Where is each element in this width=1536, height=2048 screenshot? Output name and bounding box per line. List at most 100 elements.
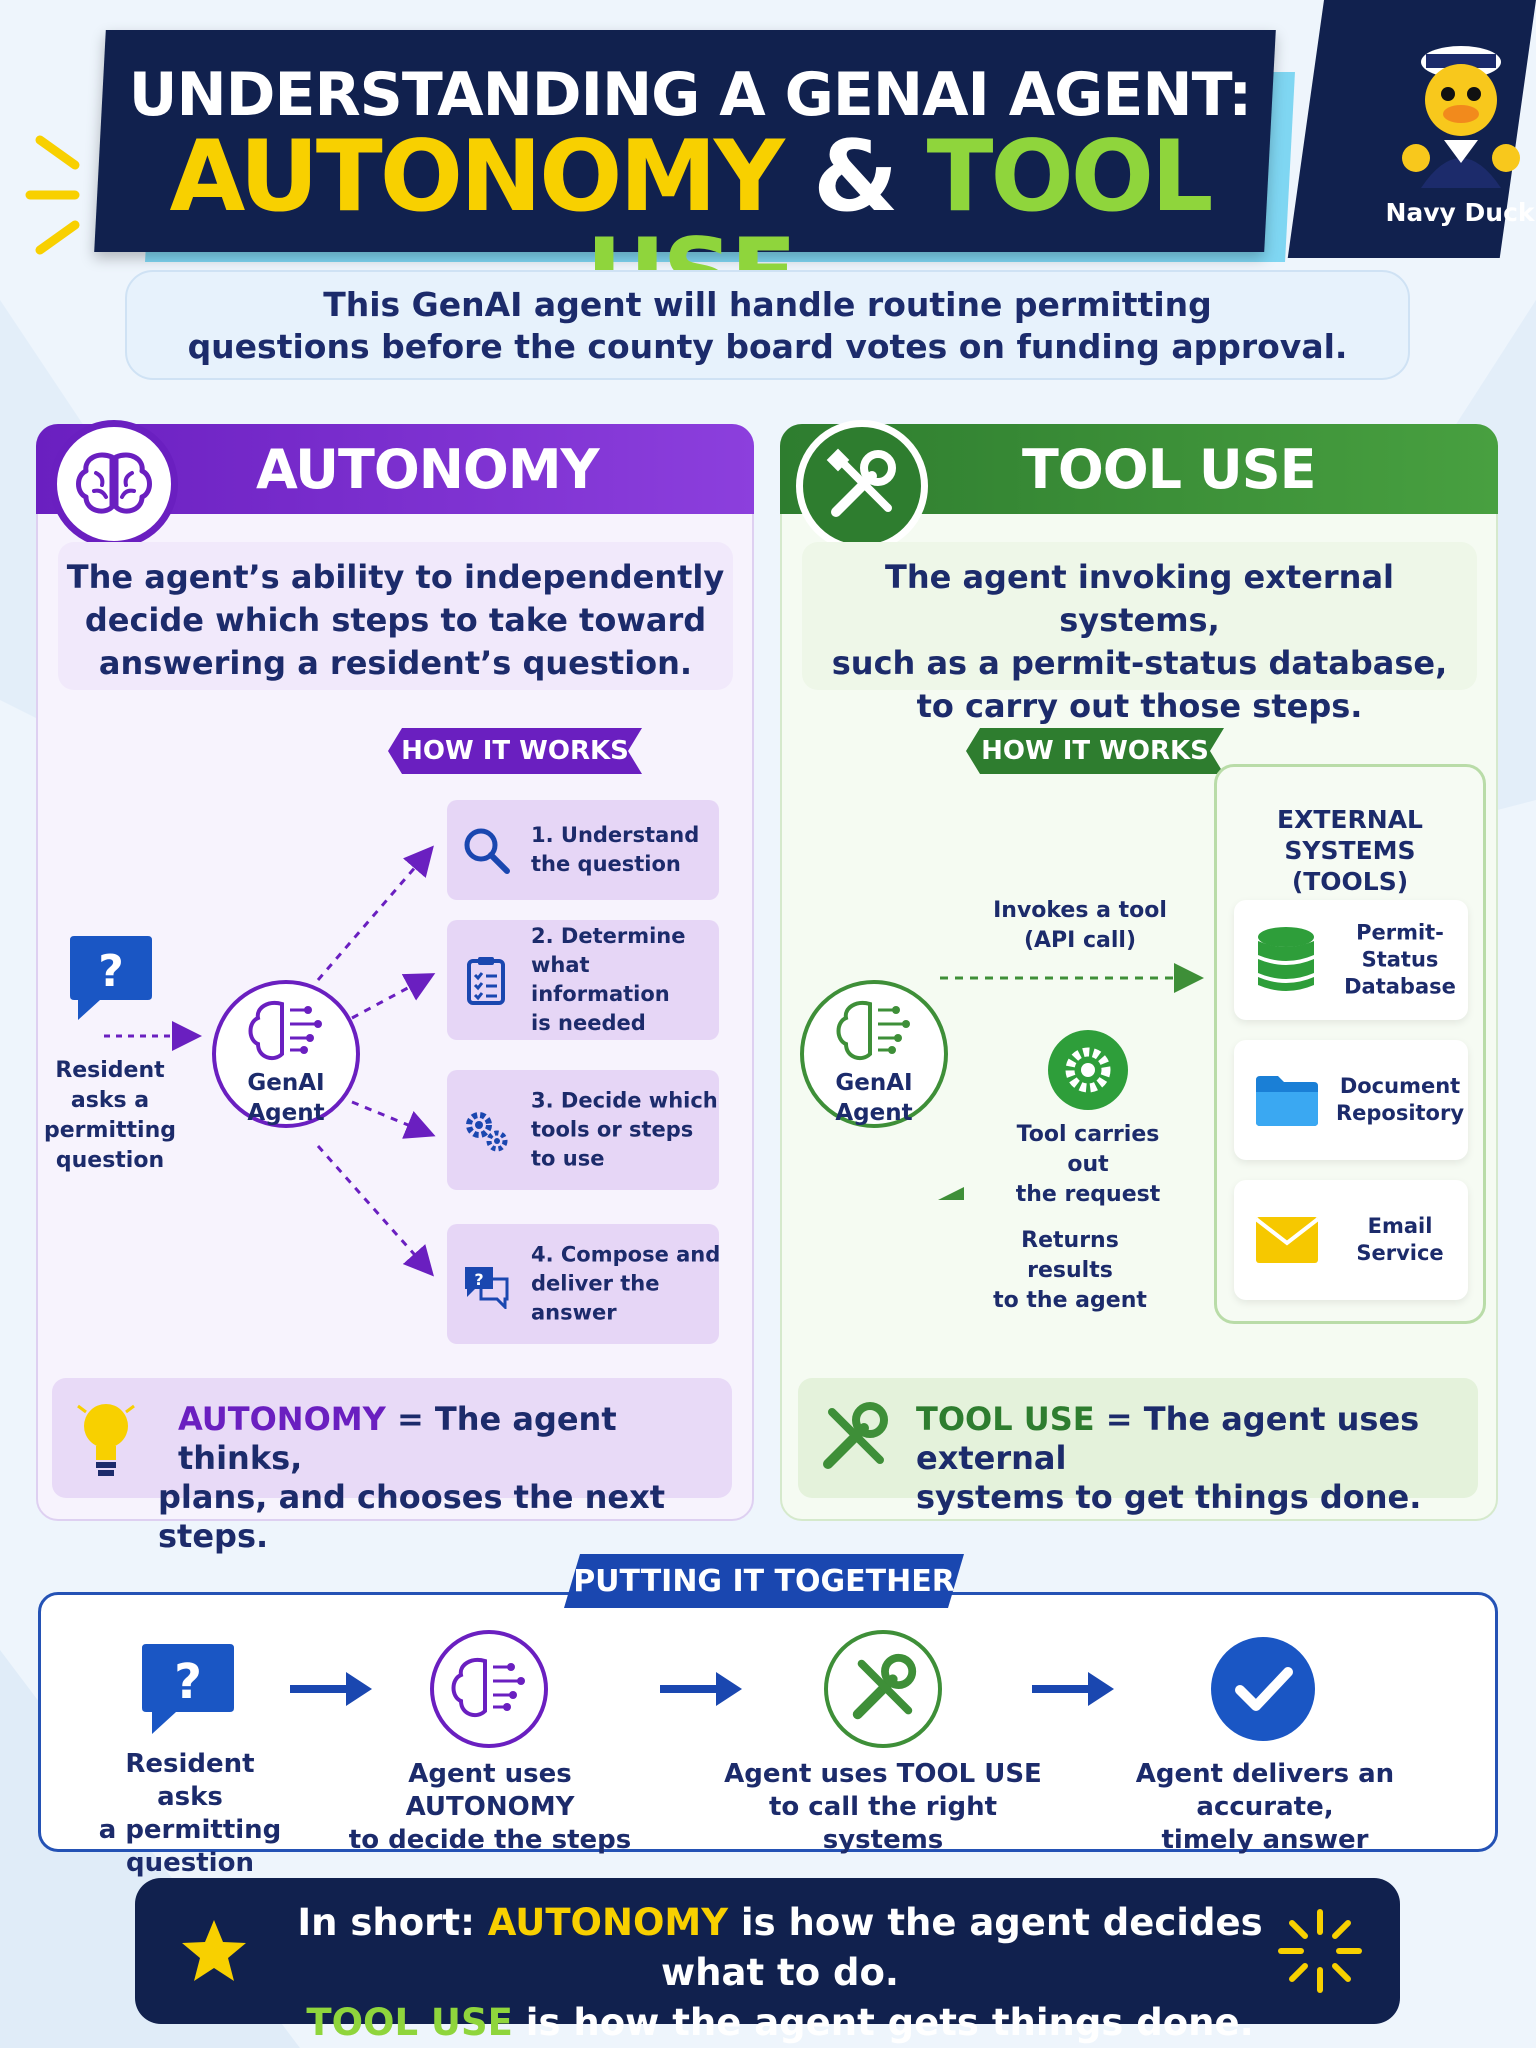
magnifier-icon <box>464 828 510 874</box>
step-2-line-2: what information <box>531 953 670 1006</box>
tool-use-description: The agent invoking external systems, suc… <box>802 542 1477 725</box>
wrench-screwdriver-icon <box>852 1653 917 1720</box>
autonomy-summary: AUTONOMY = The agent thinks, plans, and … <box>52 1378 732 1555</box>
intro-line-2: questions before the county board votes … <box>187 327 1348 366</box>
return-label: Returns results to the agent <box>975 1226 1165 1316</box>
resident-label-4: question <box>55 1148 165 1173</box>
autonomy-step-2: 2. Determine what information is needed <box>447 920 719 1040</box>
in-short-autonomy: AUTONOMY <box>487 1901 729 1944</box>
autonomy-genai-agent: GenAI Agent <box>212 980 360 1128</box>
checkmark-icon <box>1211 1637 1315 1741</box>
autonomy-description: The agent’s ability to independently dec… <box>58 542 733 690</box>
resident-label: Resident asks a permitting question <box>40 1056 180 1176</box>
in-short-banner: In short: AUTONOMY is how the agent deci… <box>135 1878 1400 2044</box>
arrow-right-icon <box>290 1672 372 1706</box>
document-line-1: Document <box>1339 1074 1461 1098</box>
autonomy-agent-label: GenAI Agent <box>216 1068 356 1128</box>
autonomy-step-1: 1. Understand the question <box>447 800 719 900</box>
autonomy-agent-line-1: GenAI <box>247 1070 325 1096</box>
title-autonomy: AUTONOMY <box>169 120 784 234</box>
tool-agent-line-2: Agent <box>835 1100 913 1126</box>
together-step-1-line-2: a permitting <box>98 1815 282 1845</box>
intro-banner: This GenAI agent will handle routine per… <box>125 270 1410 380</box>
email-service: Email Service <box>1234 1180 1468 1300</box>
clipboard-checklist-icon <box>467 957 505 1005</box>
autonomy-header-badge <box>50 420 178 548</box>
arrow-right-icon <box>660 1672 742 1706</box>
resident-label-2: asks a <box>70 1088 150 1113</box>
database-line-1: Permit-Status <box>1356 920 1444 972</box>
tool-use-how-it-works: HOW IT WORKS <box>966 728 1224 774</box>
tool-use-genai-agent: GenAI Agent <box>800 980 948 1128</box>
in-short-tool-use: TOOL USE <box>306 2001 513 2044</box>
together-step-4-line-1: Agent delivers an accurate, <box>1135 1759 1395 1822</box>
chat-bubbles-icon: ? <box>465 1267 509 1309</box>
together-tools-badge <box>824 1630 942 1748</box>
database-line-2: Database <box>1344 974 1456 999</box>
title-ampersand: & <box>813 120 898 234</box>
tool-desc-line-3: to carry out those steps. <box>916 687 1363 725</box>
question-bubble-icon: ? <box>142 1644 234 1734</box>
together-step-2-line-1: Agent uses AUTONOMY <box>405 1759 575 1822</box>
together-step-3-line-2: to call the right systems <box>768 1792 998 1855</box>
carry-line-1: Tool carries out <box>1016 1122 1160 1177</box>
ext-title-line-1: EXTERNAL SYSTEMS <box>1277 805 1423 865</box>
brain-icon <box>76 452 152 514</box>
together-step-2-line-2: to decide the steps <box>348 1825 632 1855</box>
invoke-line-1: Invokes a tool <box>993 898 1167 923</box>
gear-icon <box>1048 1030 1128 1110</box>
step-3-line-2: tools or steps <box>531 1117 694 1142</box>
together-step-1-line-1: Resident asks <box>125 1749 255 1812</box>
carry-label: Tool carries out the request <box>998 1120 1178 1210</box>
step-3-line-3: to use <box>531 1146 605 1171</box>
tool-use-title: TOOL USE <box>1022 438 1316 501</box>
duck-mascot-icon <box>1402 46 1520 188</box>
together-label: PUTTING IT TOGETHER <box>564 1554 964 1608</box>
autonomy-desc-line-1: The agent’s ability to independently <box>66 558 725 596</box>
mascot-name: Navy Duck <box>1385 198 1535 227</box>
tool-use-summary-rest-1: = The agent uses external <box>916 1400 1420 1477</box>
return-line-1: Returns results <box>1021 1228 1119 1283</box>
folder-icon <box>1256 1076 1318 1126</box>
autonomy-summary-rest-2: plans, and chooses the next steps. <box>158 1478 666 1555</box>
resident-label-1: Resident <box>55 1058 165 1083</box>
envelope-icon <box>1254 1217 1320 1263</box>
star-icon <box>182 1920 246 1981</box>
document-line-2: Repository <box>1335 1101 1465 1125</box>
arrow-right-icon <box>1032 1672 1114 1706</box>
brain-circuit-icon <box>248 1001 322 1061</box>
invoke-label: Invokes a tool (API call) <box>990 896 1170 956</box>
tool-use-summary-text: TOOL USE = The agent uses external syste… <box>916 1400 1476 1517</box>
intro-line-1: This GenAI agent will handle routine per… <box>323 285 1212 324</box>
step-1-line-1: 1. Understand <box>531 823 700 847</box>
tool-agent-label: GenAI Agent <box>804 1068 944 1128</box>
email-line-2: Service <box>1356 1241 1444 1265</box>
document-repository: Document Repository <box>1234 1040 1468 1160</box>
step-4-line-1: 4. Compose and <box>531 1242 721 1267</box>
tool-flow-arrows <box>934 963 1204 1200</box>
in-short-line-1-rest: is how the agent decides what to do. <box>660 1901 1263 1994</box>
svg-text:?: ? <box>98 946 124 997</box>
together-brain-badge <box>430 1630 548 1748</box>
return-line-2: to the agent <box>993 1288 1147 1313</box>
tool-desc-line-1: The agent invoking external systems, <box>884 558 1394 639</box>
step-2-line-1: 2. Determine <box>531 924 686 948</box>
together-step-1-line-3: question <box>126 1848 254 1878</box>
autonomy-title: AUTONOMY <box>256 438 600 501</box>
email-line-1: Email <box>1367 1214 1433 1238</box>
ext-title-line-2: (TOOLS) <box>1291 867 1409 896</box>
step-2-line-3: is needed <box>531 1011 646 1035</box>
tool-agent-line-1: GenAI <box>835 1070 913 1096</box>
spark-icon <box>25 135 80 255</box>
in-short-line-2-rest: is how the agent gets things done. <box>512 2001 1254 2044</box>
autonomy-summary-key: AUTONOMY <box>178 1400 386 1438</box>
tool-desc-line-2: such as a permit-status database, <box>831 644 1448 682</box>
sparkle-icon <box>1278 1909 1362 1993</box>
in-short-prefix: In short: <box>297 1901 488 1944</box>
together-step-4: Agent delivers an accurate, timely answe… <box>1090 1758 1440 1857</box>
autonomy-summary-text: AUTONOMY = The agent thinks, plans, and … <box>158 1400 718 1556</box>
tools-icon <box>823 1402 888 1469</box>
autonomy-how-it-works: HOW IT WORKS <box>388 728 642 774</box>
gears-icon <box>466 1112 508 1152</box>
in-short-text: In short: AUTONOMY is how the agent deci… <box>265 1898 1295 2048</box>
